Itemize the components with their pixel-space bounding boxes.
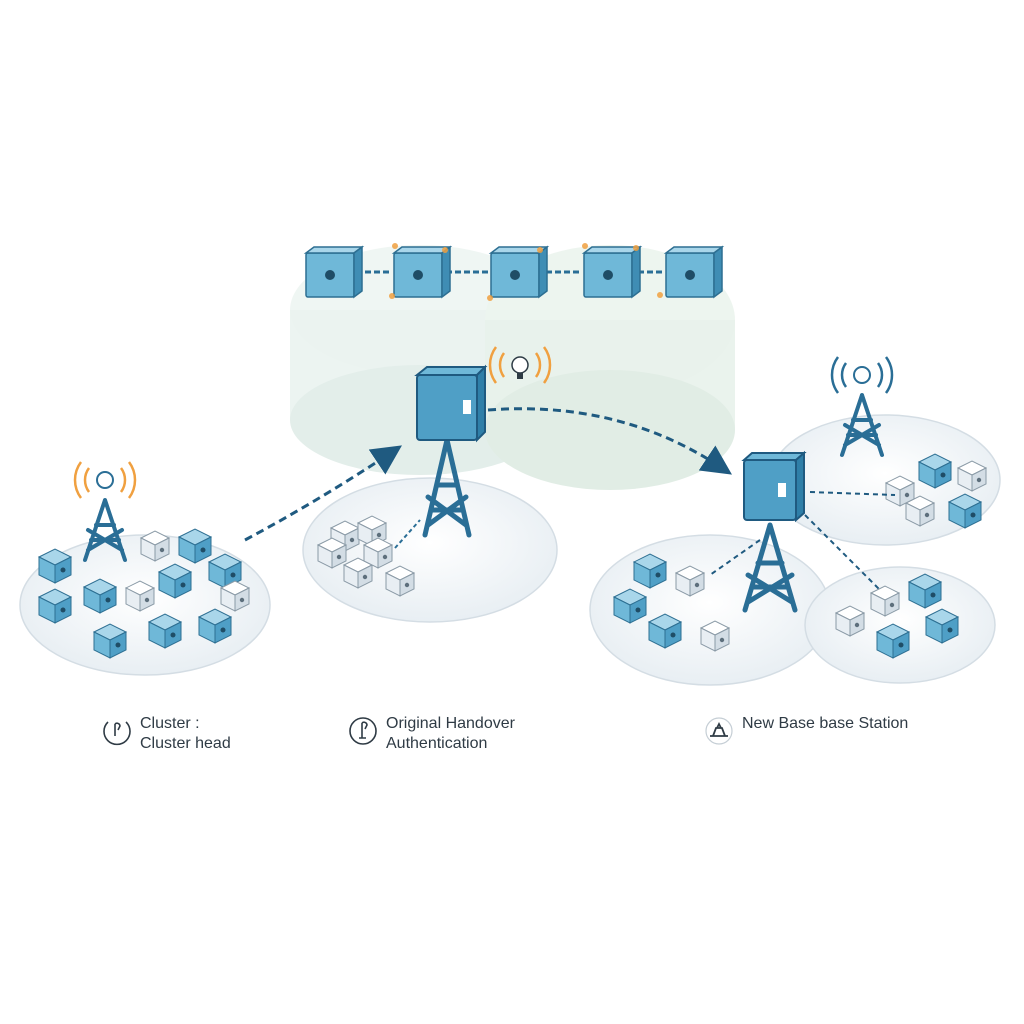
original-base-station <box>414 364 488 538</box>
handover-arrow-1 <box>244 445 402 542</box>
antenna-circle-icon <box>349 717 377 745</box>
original-station-cluster <box>302 364 558 623</box>
legend-cluster-line1: Cluster : <box>140 715 200 732</box>
legend-cluster: Cluster : Cluster head <box>102 714 231 754</box>
handover-arrow-2 <box>487 407 732 475</box>
legend-cluster-line2: Cluster head <box>140 735 231 752</box>
signal-bulb-icon <box>488 346 552 384</box>
blockchain <box>305 243 723 301</box>
legend-new-line1: New Base base Station <box>742 715 909 732</box>
new-station-cluster <box>589 356 1001 686</box>
legend-original-line2: Authentication <box>386 735 488 752</box>
block-5 <box>665 246 723 298</box>
block-2 <box>393 246 451 298</box>
left-cluster <box>19 461 271 676</box>
antenna-circle-icon <box>103 721 131 746</box>
cluster-head-antenna-icon <box>73 461 137 499</box>
block-3 <box>490 246 548 298</box>
new-base-station <box>741 450 807 613</box>
legend-original-handover: Original Handover Authentication <box>348 714 515 754</box>
legend-new-base-station: New Base base Station <box>704 714 908 746</box>
base-station-icon <box>705 717 733 745</box>
legend-original-line1: Original Handover <box>386 715 515 732</box>
block-4 <box>583 246 641 298</box>
block-1 <box>305 246 363 298</box>
remote-antenna-icon <box>830 356 894 394</box>
